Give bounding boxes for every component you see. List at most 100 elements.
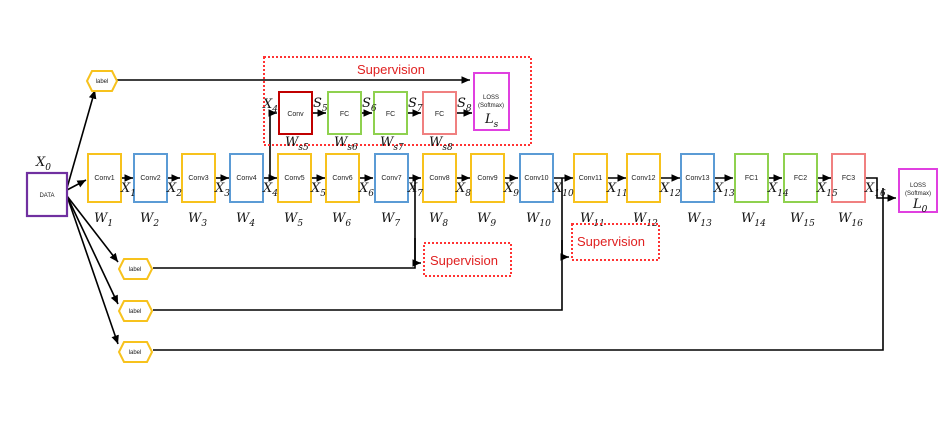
svg-text:Conv13: Conv13 bbox=[685, 175, 709, 182]
svg-text:Supervision: Supervision bbox=[577, 234, 645, 249]
svg-text:Conv2: Conv2 bbox=[140, 175, 160, 182]
branch-weight-label-1: Ws5 bbox=[285, 135, 309, 153]
x-label-12: X12 bbox=[659, 181, 681, 199]
label-node-3: label bbox=[117, 341, 154, 363]
weight-label-7: W7 bbox=[381, 211, 400, 229]
svg-text:Conv12: Conv12 bbox=[631, 175, 655, 182]
svg-text:label: label bbox=[129, 267, 142, 273]
branch-s-label-6: S6 bbox=[362, 96, 377, 114]
svg-text:label: label bbox=[129, 350, 142, 356]
x-label-4: X4 bbox=[262, 181, 278, 199]
data-input-node: DATA bbox=[25, 171, 69, 218]
svg-text:Conv1: Conv1 bbox=[94, 175, 114, 182]
x4-branch-label: X4 bbox=[262, 97, 278, 115]
label-node-1: label bbox=[117, 258, 154, 280]
supervision-branch-box: Supervision bbox=[263, 56, 532, 146]
svg-text:FC: FC bbox=[435, 111, 444, 118]
svg-text:Conv11: Conv11 bbox=[579, 175, 603, 182]
label-node-top: label bbox=[85, 70, 119, 92]
svg-text:Conv3: Conv3 bbox=[188, 175, 208, 182]
weight-label-16: W16 bbox=[838, 211, 863, 229]
svg-text:Conv9: Conv9 bbox=[477, 175, 497, 182]
weight-label-1: W1 bbox=[94, 211, 113, 229]
svg-text:Conv: Conv bbox=[287, 111, 304, 118]
supervision-title-branch: Supervision bbox=[357, 62, 425, 77]
x-label-11: X11 bbox=[606, 181, 628, 199]
supervision-box-x10: Supervision bbox=[571, 223, 660, 261]
branch-s-label-8: S8 bbox=[457, 96, 472, 114]
supervision-box-x7: Supervision bbox=[423, 242, 512, 277]
branch-weight-label-3: Ws7 bbox=[380, 135, 404, 153]
svg-text:Supervision: Supervision bbox=[430, 253, 498, 268]
x0-label: X0 bbox=[35, 155, 51, 173]
main-loss-node: LOSS (Softmax) L0 bbox=[898, 168, 938, 215]
svg-text:Conv4: Conv4 bbox=[236, 175, 256, 182]
weight-label-4: W4 bbox=[236, 211, 255, 229]
svg-text:FC1: FC1 bbox=[745, 175, 758, 182]
x-label-14: X14 bbox=[767, 181, 789, 199]
weight-label-13: W13 bbox=[687, 211, 712, 229]
svg-text:Conv10: Conv10 bbox=[524, 175, 548, 182]
svg-text:label: label bbox=[129, 309, 142, 315]
svg-text:Conv5: Conv5 bbox=[284, 175, 304, 182]
weight-label-3: W3 bbox=[188, 211, 207, 229]
svg-text:FC: FC bbox=[386, 111, 395, 118]
svg-text:Ls: Ls bbox=[484, 112, 499, 130]
svg-text:Conv8: Conv8 bbox=[429, 175, 449, 182]
svg-text:LOSS: LOSS bbox=[483, 95, 499, 101]
data-label: DATA bbox=[39, 193, 54, 199]
weight-label-8: W8 bbox=[429, 211, 448, 229]
weight-label-10: W10 bbox=[526, 211, 551, 229]
x-label-7: X7 bbox=[407, 181, 423, 199]
weight-label-14: W14 bbox=[741, 211, 766, 229]
branch-block-4: FC Ws8 bbox=[422, 91, 457, 153]
svg-text:L0: L0 bbox=[912, 197, 928, 215]
weight-label-5: W5 bbox=[284, 211, 303, 229]
x-label-1: X1 bbox=[120, 181, 136, 199]
x-label-8: X8 bbox=[455, 181, 471, 199]
branch-s-label-7: S7 bbox=[408, 96, 423, 114]
branch-weight-label-4: Ws8 bbox=[429, 135, 453, 153]
x-label-16: X16 bbox=[864, 181, 886, 199]
weight-label-2: W2 bbox=[140, 211, 159, 229]
x-label-5: X5 bbox=[310, 181, 326, 199]
branch-weight-label-2: Ws6 bbox=[334, 135, 358, 153]
weight-label-12: W12 bbox=[633, 211, 658, 229]
x-label-10: X10 bbox=[552, 181, 574, 199]
svg-text:Conv6: Conv6 bbox=[332, 175, 352, 182]
label-node-2: label bbox=[117, 300, 154, 322]
branch-block-3: FC Ws7 bbox=[373, 91, 408, 153]
weight-label-15: W15 bbox=[790, 211, 815, 229]
x-label-2: X2 bbox=[166, 181, 182, 199]
svg-text:(Softmax): (Softmax) bbox=[478, 103, 504, 109]
x-label-6: X6 bbox=[358, 181, 374, 199]
svg-text:Conv7: Conv7 bbox=[381, 175, 401, 182]
svg-text:FC2: FC2 bbox=[794, 175, 807, 182]
x-label-15: X15 bbox=[816, 181, 838, 199]
weight-label-11: W11 bbox=[580, 211, 605, 229]
x-label-3: X3 bbox=[214, 181, 230, 199]
svg-text:LOSS: LOSS bbox=[910, 183, 926, 189]
svg-text:FC3: FC3 bbox=[842, 175, 855, 182]
